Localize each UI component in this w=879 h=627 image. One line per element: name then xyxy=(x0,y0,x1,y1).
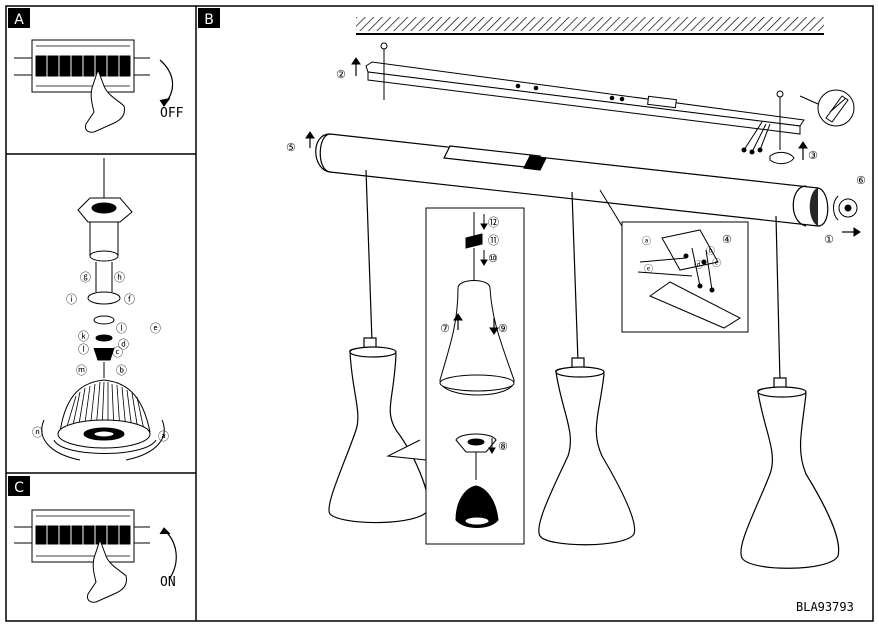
off-label: OFF xyxy=(160,106,184,121)
svg-text:⑤: ⑤ xyxy=(286,141,296,154)
svg-text:ⓕ: ⓕ xyxy=(124,293,135,306)
svg-text:ⓒ: ⓒ xyxy=(712,258,721,269)
svg-text:ⓔ: ⓔ xyxy=(644,264,653,275)
svg-text:ⓛ: ⓛ xyxy=(78,343,89,356)
svg-text:⑨: ⑨ xyxy=(498,322,508,335)
svg-text:ⓘ: ⓘ xyxy=(66,293,77,306)
hand-icon xyxy=(87,538,127,603)
ceiling xyxy=(356,17,824,35)
svg-text:ⓒ: ⓒ xyxy=(112,346,123,359)
svg-text:ⓓ: ⓓ xyxy=(118,338,129,351)
svg-text:ⓜ: ⓜ xyxy=(76,364,87,377)
svg-text:⑪: ⑪ xyxy=(488,234,499,247)
assembly-callouts: ① ② ③ ④ ⑤ ⑥ ⑦ ⑧ ⑨ ⑩ ⑪ ⑫ ⓐ ⓑ ⓒ ⓓ ⓔ xyxy=(286,68,866,453)
svg-text:⑥: ⑥ xyxy=(856,174,866,187)
svg-text:ⓗ: ⓗ xyxy=(114,271,125,284)
svg-text:ⓑ: ⓑ xyxy=(116,364,127,377)
svg-text:⑧: ⑧ xyxy=(498,440,508,453)
svg-text:④: ④ xyxy=(722,233,732,246)
svg-text:ⓚ: ⓚ xyxy=(78,330,89,343)
socket-exploded-view xyxy=(41,158,165,461)
svg-text:ⓐ: ⓐ xyxy=(158,430,169,443)
svg-text:ⓔ: ⓔ xyxy=(150,322,161,335)
panel-tag-c: C xyxy=(8,476,30,496)
breaker-panel-c xyxy=(14,509,177,603)
breaker-switches-a xyxy=(35,55,131,77)
svg-text:⑩: ⑩ xyxy=(488,252,498,265)
pendant-shade-3 xyxy=(740,377,840,569)
svg-text:⑦: ⑦ xyxy=(440,322,450,335)
pendant-shade-2 xyxy=(538,357,636,546)
svg-text:ⓓ: ⓓ xyxy=(694,260,703,271)
svg-text:ⓖ: ⓖ xyxy=(80,271,91,284)
mounting-bracket xyxy=(365,42,805,165)
wiring-detail-inset xyxy=(599,189,749,333)
svg-text:ⓝ: ⓝ xyxy=(32,426,43,439)
model-code: BLA93793 xyxy=(796,600,854,614)
pendant-cables xyxy=(365,169,781,383)
panel-tag-a: A xyxy=(8,8,30,28)
hand-icon xyxy=(85,68,125,133)
lamp-detail-inset xyxy=(386,207,525,545)
svg-text:②: ② xyxy=(336,68,346,81)
svg-text:①: ① xyxy=(824,233,834,246)
svg-text:C: C xyxy=(14,480,24,496)
pendant-shade-1 xyxy=(328,337,430,524)
svg-text:B: B xyxy=(204,12,214,28)
svg-text:ⓑ: ⓑ xyxy=(706,246,715,257)
svg-text:③: ③ xyxy=(808,149,818,162)
on-label: ON xyxy=(160,575,176,590)
svg-text:⑫: ⑫ xyxy=(488,216,499,229)
ceiling-knob-icon xyxy=(833,195,858,221)
socket-callouts: ⓖ ⓗ ⓘ ⓕ ⓚ ⓛ ⓔ ⓓ ⓛ ⓒ ⓜ ⓑ ⓝ ⓐ xyxy=(32,271,169,443)
canopy-rail xyxy=(315,133,829,227)
breaker-panel-a xyxy=(14,39,174,133)
panel-tag-b: B xyxy=(198,8,220,28)
svg-text:ⓛ: ⓛ xyxy=(116,322,127,335)
outer-frame xyxy=(5,5,874,622)
wall-plug-icon xyxy=(799,89,855,127)
svg-text:A: A xyxy=(14,12,24,28)
svg-text:ⓐ: ⓐ xyxy=(642,236,651,247)
